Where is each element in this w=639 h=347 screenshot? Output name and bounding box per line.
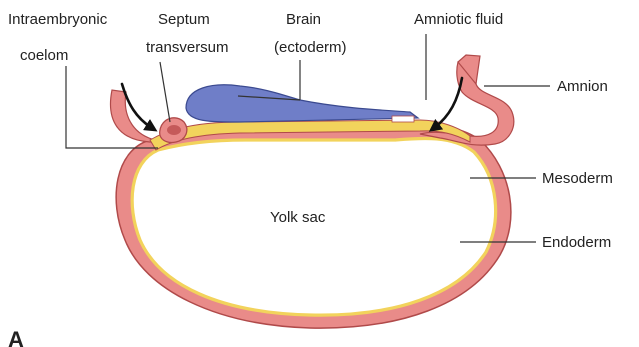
label-intraembryonic-coelom-2: coelom [20,47,68,64]
label-septum-transversum-1: Septum [158,11,210,28]
label-brain-1: Brain [286,11,321,28]
panel-letter: A [8,327,24,347]
label-amnion: Amnion [557,78,608,95]
yolk-sac-endoderm-lining [132,138,495,315]
amnion-left-fold [111,90,160,142]
right-curved-arrow [434,78,462,128]
notochord-strip [392,116,414,122]
label-endoderm: Endoderm [542,234,611,251]
septum-transversum-core [167,125,181,135]
label-brain-2: (ectoderm) [274,39,347,56]
brain-ectoderm [186,85,418,122]
label-amniotic-fluid: Amniotic fluid [414,11,503,28]
label-yolk-sac: Yolk sac [270,209,326,226]
label-mesoderm: Mesoderm [542,170,613,187]
label-septum-transversum-2: transversum [146,39,229,56]
label-intraembryonic-coelom-1: Intraembryonic [8,11,108,28]
leader-septum-transversum [160,62,170,122]
